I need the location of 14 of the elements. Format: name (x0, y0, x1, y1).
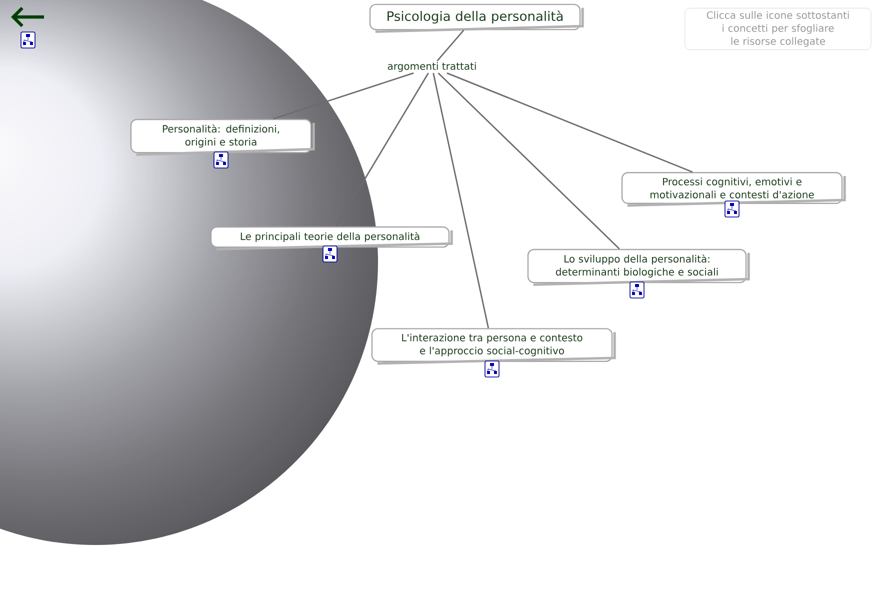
connector-line (438, 72, 620, 250)
hint-box: Clicca sulle icone sottostanti i concetti per sfogliare le risorse collegate (684, 8, 872, 50)
topic-box: L'interazione tra persona e contesto e l'approccio social-cognitivo (371, 328, 616, 365)
topic-label: argomenti trattati (388, 62, 476, 72)
title-box: Psicologia della personalità (369, 4, 584, 33)
topic-box: Le principali teorie della personalità (210, 226, 453, 250)
topic-box: Personalità: definizioni, origini e storia (130, 118, 315, 156)
connector-line (273, 72, 414, 120)
topic-box: Processi cognitivi, emotivi e motivazionali e contesti d'azione (621, 172, 846, 207)
connector-line (336, 72, 429, 227)
topic-box: Lo sviluppo della personalità: determinanti biologiche e sociali (527, 248, 750, 286)
connector-line (432, 72, 490, 328)
connector-line (446, 72, 693, 173)
connector-line (436, 30, 464, 62)
